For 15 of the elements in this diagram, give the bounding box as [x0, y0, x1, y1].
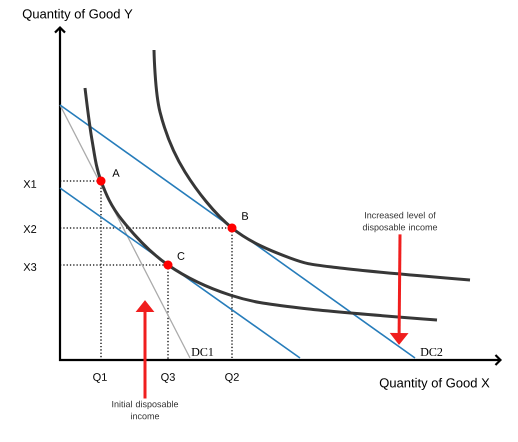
- annotation-text: Initial disposable income: [112, 400, 178, 420]
- axis-tick-label: X3: [24, 263, 36, 271]
- axis-tick-label: X1: [24, 180, 36, 188]
- axis-title: Quantity of Good Y: [22, 8, 132, 22]
- line-label: DC2: [420, 348, 442, 356]
- annotation-text: Increased level of disposable income: [362, 212, 438, 232]
- point-label: B: [242, 212, 248, 220]
- axis-tick-label: X2: [24, 225, 36, 233]
- point-label: A: [112, 169, 120, 177]
- point-label: C: [178, 252, 185, 260]
- axis-title: Quantity of Good X: [380, 378, 490, 390]
- line-label: DC1: [192, 348, 214, 356]
- axis-tick-label: Q3: [161, 373, 175, 383]
- axis-tick-label: Q1: [93, 373, 107, 383]
- axis-tick-label: Q2: [225, 373, 239, 383]
